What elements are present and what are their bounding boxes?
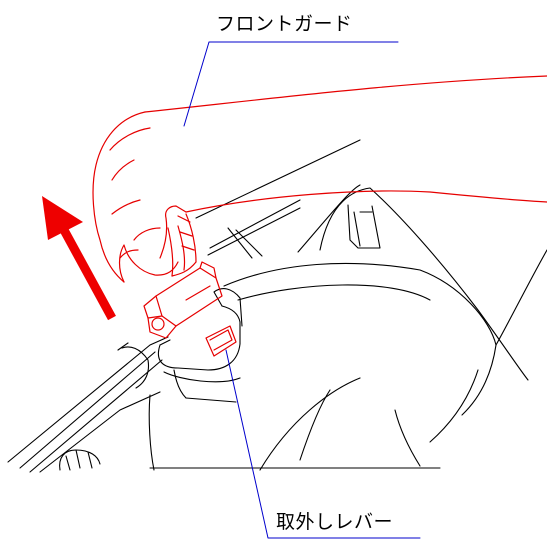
front-guard-leader xyxy=(183,41,399,127)
front-guard-label: フロントガード xyxy=(216,13,353,35)
stroller-frame xyxy=(7,139,547,473)
direction-arrow xyxy=(42,196,116,321)
release-lever-leader xyxy=(225,349,421,539)
release-lever-label: 取外しレバー xyxy=(276,511,394,533)
front-guard-drawing xyxy=(92,75,547,357)
leader-lines xyxy=(183,41,421,539)
